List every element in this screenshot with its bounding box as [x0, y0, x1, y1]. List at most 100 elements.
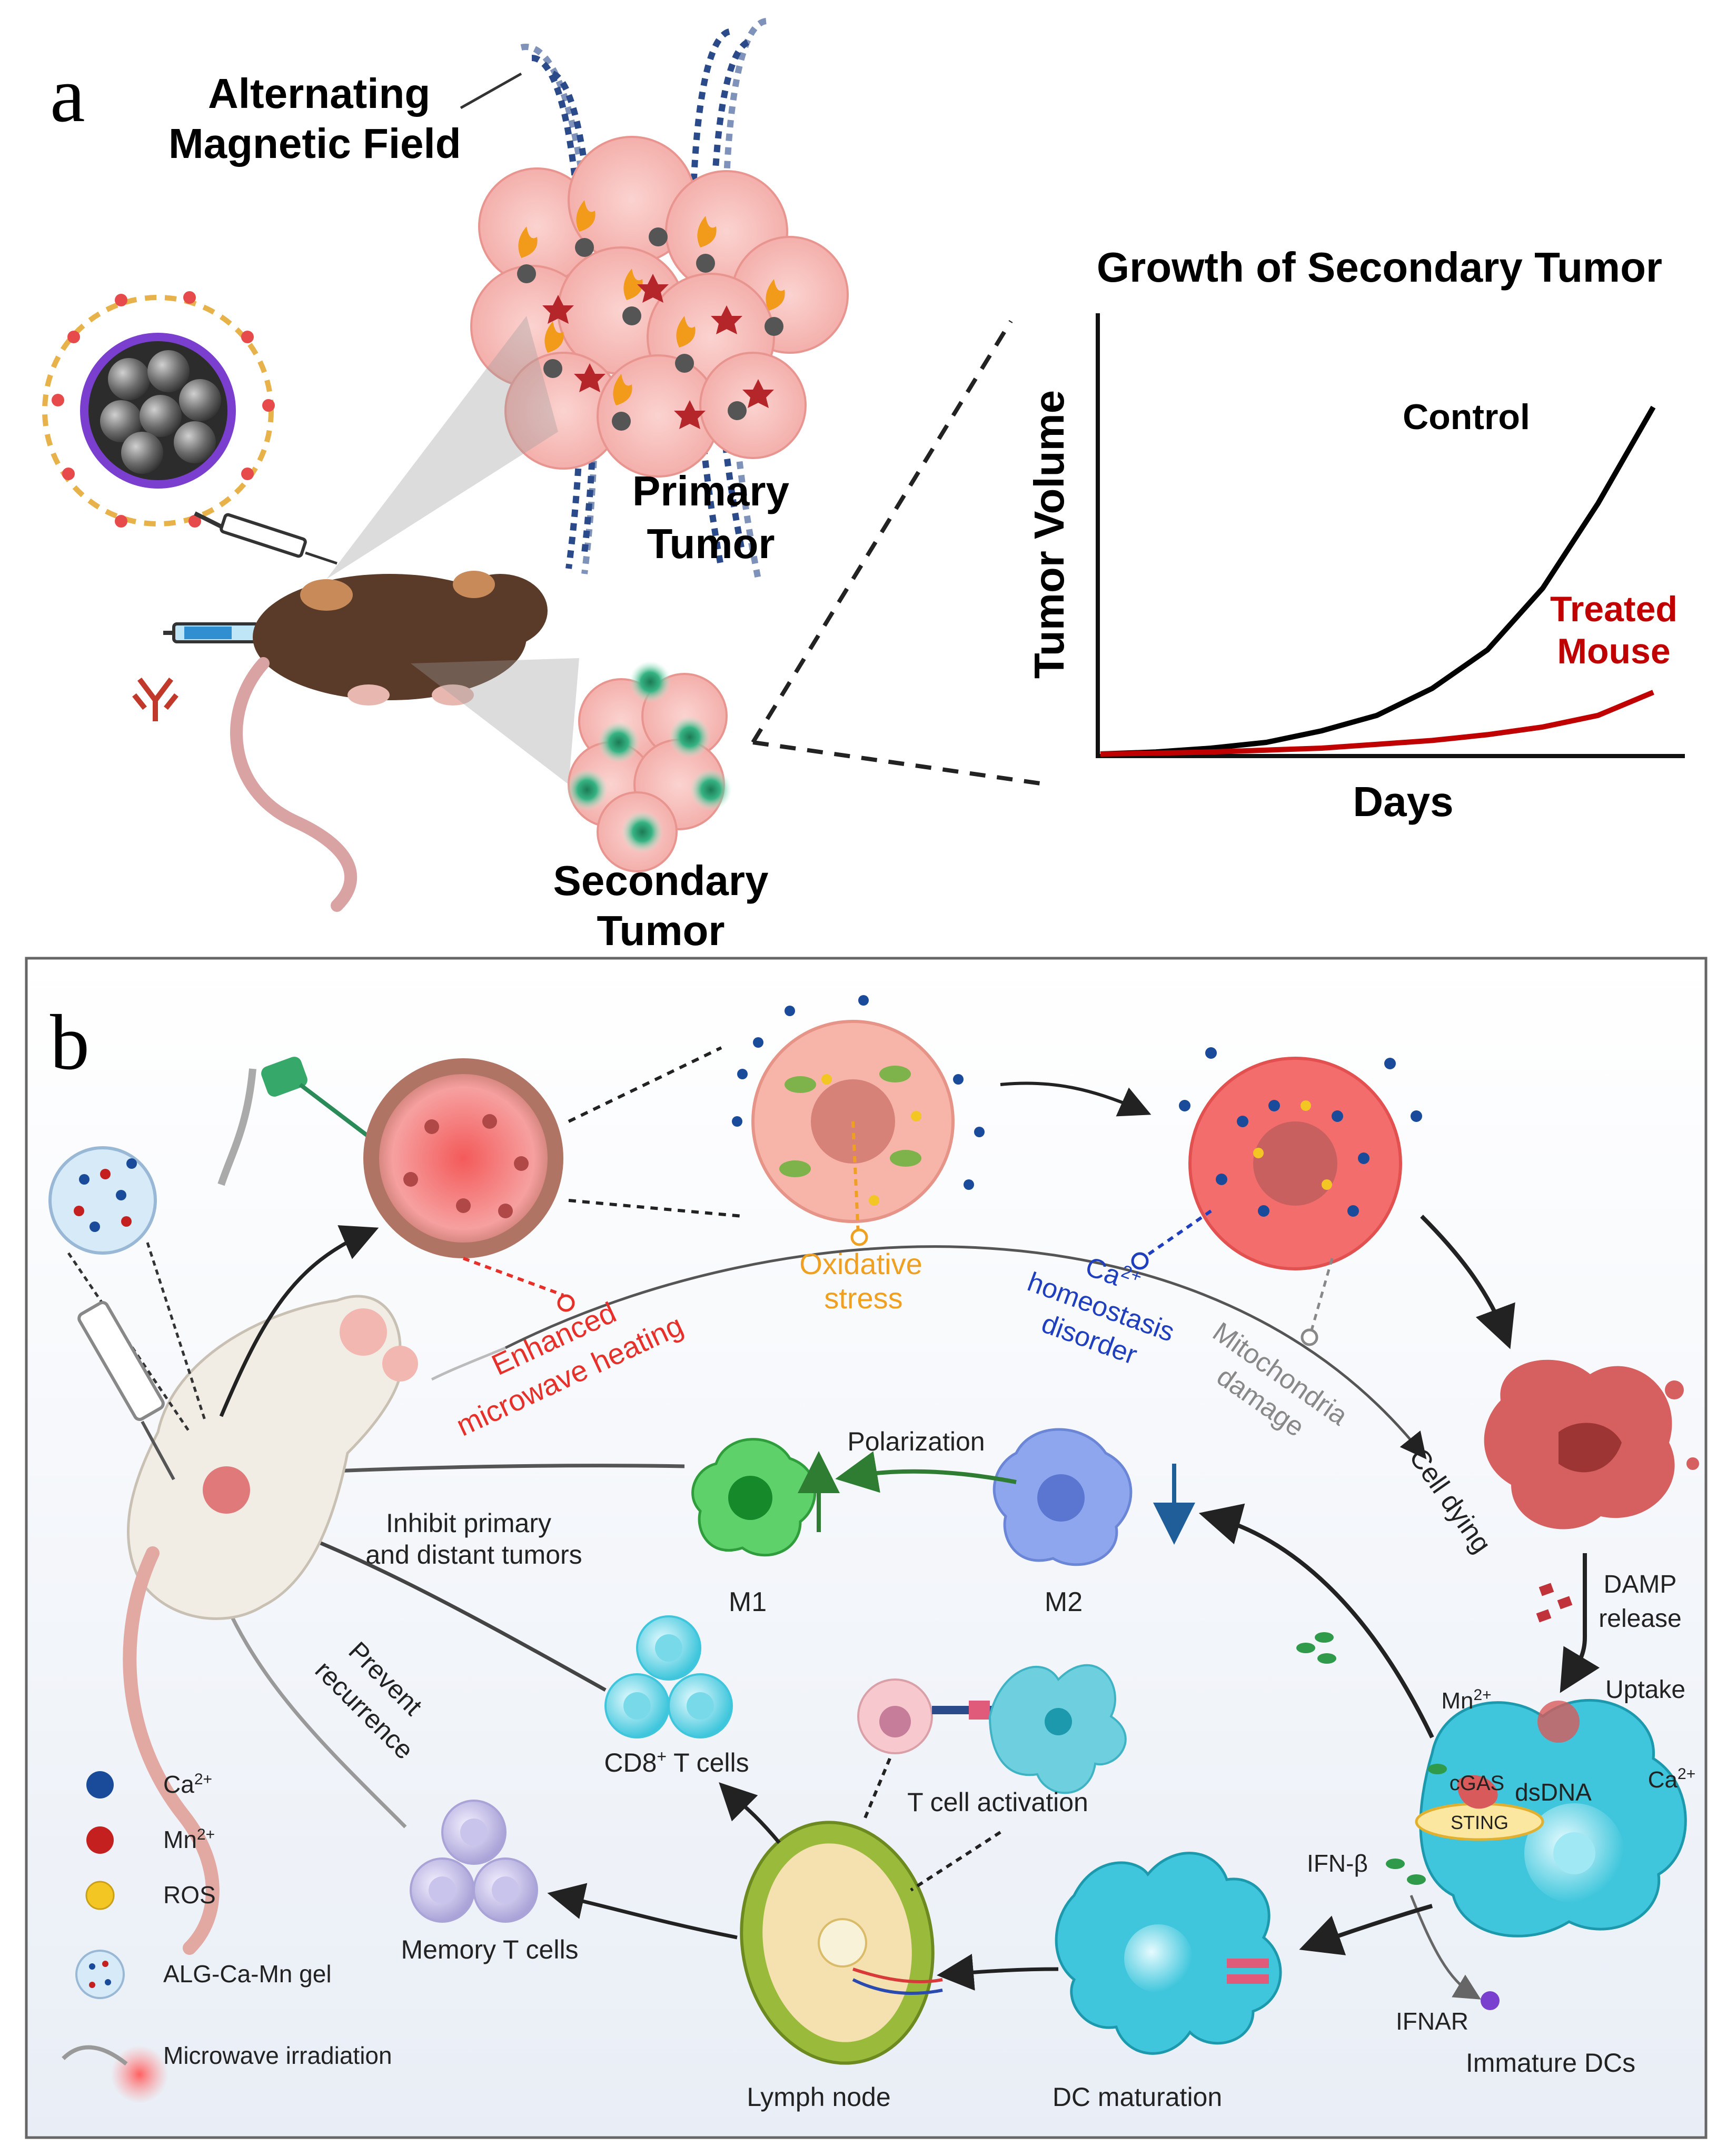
mouse-panel-b [123, 1295, 418, 1955]
calcium-cell [1179, 1047, 1422, 1270]
cd8-t-cells [604, 1615, 733, 1738]
memory-label: Memory T cells [401, 1935, 578, 1964]
cycle-arc [504, 1245, 1427, 1459]
damp-label-2: release [1599, 1605, 1681, 1633]
ifn-particles [1296, 1632, 1447, 1885]
field-label-line1: Alternating [208, 70, 430, 117]
cd8-label: CD8+ T cells [604, 1747, 749, 1777]
uptake-label: Uptake [1605, 1676, 1685, 1704]
beam-to-primary [326, 316, 558, 579]
arrow-oxidative-to-ca [1000, 1081, 1152, 1117]
arrow-dc-to-mature [1299, 1904, 1433, 1955]
chart-x-label: Days [1353, 778, 1453, 825]
legend-gel-swatch [75, 1950, 125, 1999]
nanoparticle [42, 291, 275, 528]
ifnb-label: IFN-β [1307, 1850, 1368, 1877]
t-activation-label: T cell activation [907, 1787, 1088, 1817]
arrow-polarization [835, 1451, 1017, 1493]
immature-dc [1415, 1698, 1687, 1938]
field-label-line2: Magnetic Field [168, 120, 461, 167]
legend-ros-swatch [85, 1881, 115, 1910]
dying-cell [1484, 1359, 1699, 1529]
panel-a: a Alternating Magnetic Field [42, 18, 1685, 954]
m1-macrophage [691, 1438, 817, 1557]
legend-mn-swatch [86, 1826, 114, 1854]
oxidative-label-1: Oxidative [799, 1247, 922, 1280]
arrow-damp-to-dc [1560, 1553, 1600, 1693]
panel-b-letter: b [50, 999, 90, 1086]
tumor-zoom-top [568, 1046, 722, 1123]
polarization-label: Polarization [847, 1427, 985, 1456]
arrow-ifn-to-ifnar [1410, 1895, 1481, 2000]
syringe-upper [194, 511, 338, 565]
arrow-mouse-to-tumor [219, 1225, 379, 1417]
arrow-dc-to-m2 [1198, 1503, 1434, 1738]
legend-ca-swatch [86, 1771, 114, 1799]
syringe-lower [163, 622, 295, 643]
panel-a-letter: a [50, 51, 85, 138]
syringe-panel-b [77, 1301, 175, 1481]
m2-label: M2 [1045, 1587, 1083, 1617]
oxidative-leader [851, 1121, 860, 1235]
primary-tumor-label-1: Primary [632, 468, 789, 514]
legend-microwave-glow [111, 2045, 168, 2103]
mito-leader [1309, 1258, 1334, 1333]
inhibit-label-2: and distant tumors [365, 1540, 582, 1569]
dc-maturation-label: DC maturation [1053, 2082, 1222, 2112]
growth-chart: Growth of Secondary Tumor Tumor Volume D… [1026, 244, 1685, 825]
cycle-arc-left-fade [431, 1346, 506, 1381]
oxidative-label-2: stress [824, 1281, 902, 1315]
primary-tumor [470, 136, 849, 478]
secondary-tumor [566, 661, 732, 872]
tumor-zoom-bottom [568, 1199, 743, 1218]
arrow-lymph-to-cd8 [719, 1782, 781, 1844]
ca-label-dc: Ca2+ [1648, 1765, 1695, 1793]
heated-tumor [363, 1058, 563, 1258]
cgas-label: cGAS [1450, 1772, 1504, 1795]
chart-y-label: Tumor Volume [1026, 390, 1073, 679]
memory-t-cells [410, 1800, 538, 1923]
lymph-label: Lymph node [747, 2082, 890, 2112]
activation-zoom-2 [910, 1831, 1001, 1892]
arrow-ca-to-dying [1420, 1215, 1515, 1349]
inhibit-label-1: Inhibit primary [386, 1508, 551, 1538]
t-cell-activation [857, 1664, 1127, 1794]
field-label-leader [460, 72, 522, 110]
ca-leader [1142, 1209, 1212, 1260]
legend-mn-label: Mn2+ [163, 1826, 215, 1853]
lymph-node [740, 1821, 943, 2065]
primary-tumor-label-2: Tumor [647, 520, 775, 567]
legend-gel-label: ALG-Ca-Mn gel [163, 1960, 332, 1988]
zoom-lines [751, 320, 1048, 787]
ca-marker [1131, 1252, 1149, 1270]
control-label: Control [1403, 397, 1530, 437]
damp-label-1: DAMP [1604, 1571, 1677, 1598]
inhibit-from-memory [214, 1578, 407, 1829]
series-treated-line [1100, 690, 1654, 757]
m2-macrophage [992, 1428, 1133, 1566]
beam-to-secondary [411, 658, 579, 784]
treated-label-2: Mouse [1557, 631, 1670, 671]
damp-particles [1536, 1583, 1573, 1623]
panel-b: b Enhanced microwave heating [25, 957, 1708, 2139]
enhanced-leader [462, 1257, 564, 1297]
legend-ca-label: Ca2+ [163, 1771, 212, 1798]
antibody-icon [132, 678, 178, 721]
mn-label-dc: Mn2+ [1441, 1686, 1491, 1714]
ifnar-receptor-icon [1481, 1991, 1500, 2010]
secondary-tumor-label-2: Tumor [597, 907, 725, 954]
legend-ros-label: ROS [163, 1881, 216, 1909]
arrow-lymph-to-memory [547, 1883, 738, 1940]
ifnar-label: IFNAR [1396, 2008, 1468, 2035]
legend: Ca2+ Mn2+ ROS ALG-Ca-Mn gel Microwave ir… [62, 1771, 392, 2103]
oxidative-marker [850, 1228, 868, 1246]
immature-dc-label: Immature DCs [1466, 2048, 1635, 2078]
legend-microwave-label: Microwave irradiation [163, 2042, 392, 2069]
legend-microwave-icon [62, 2045, 128, 2066]
enhanced-marker [557, 1294, 575, 1312]
treated-label-1: Treated [1550, 589, 1678, 629]
arrow-mature-to-lymph [937, 1954, 1059, 1991]
secondary-tumor-label-1: Secondary [553, 857, 769, 904]
mature-dc [1055, 1852, 1282, 2055]
